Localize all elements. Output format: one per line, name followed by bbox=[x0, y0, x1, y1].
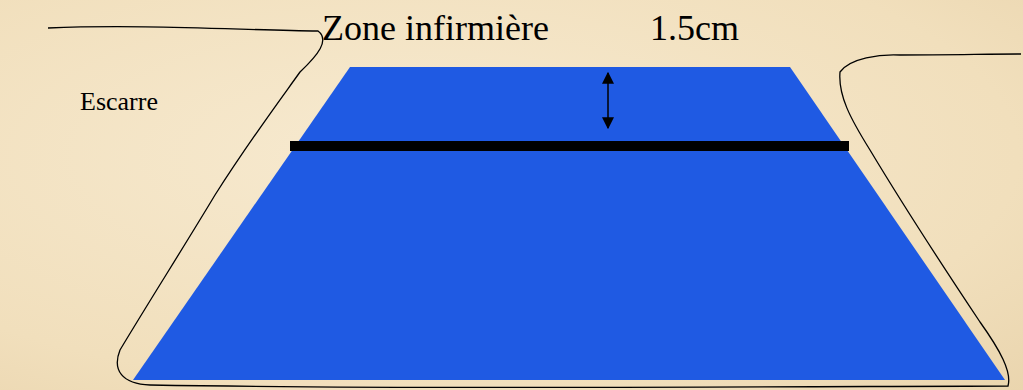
dimension-arrow bbox=[607, 73, 609, 128]
wound-outline bbox=[48, 27, 1021, 388]
eschar-border bbox=[290, 141, 849, 151]
dimension-label: 1.5cm bbox=[650, 10, 739, 46]
eschar-label: Escarre bbox=[80, 89, 158, 115]
wound-trapezoid bbox=[133, 67, 1005, 380]
zone-label: Zone infirmière bbox=[322, 10, 549, 46]
